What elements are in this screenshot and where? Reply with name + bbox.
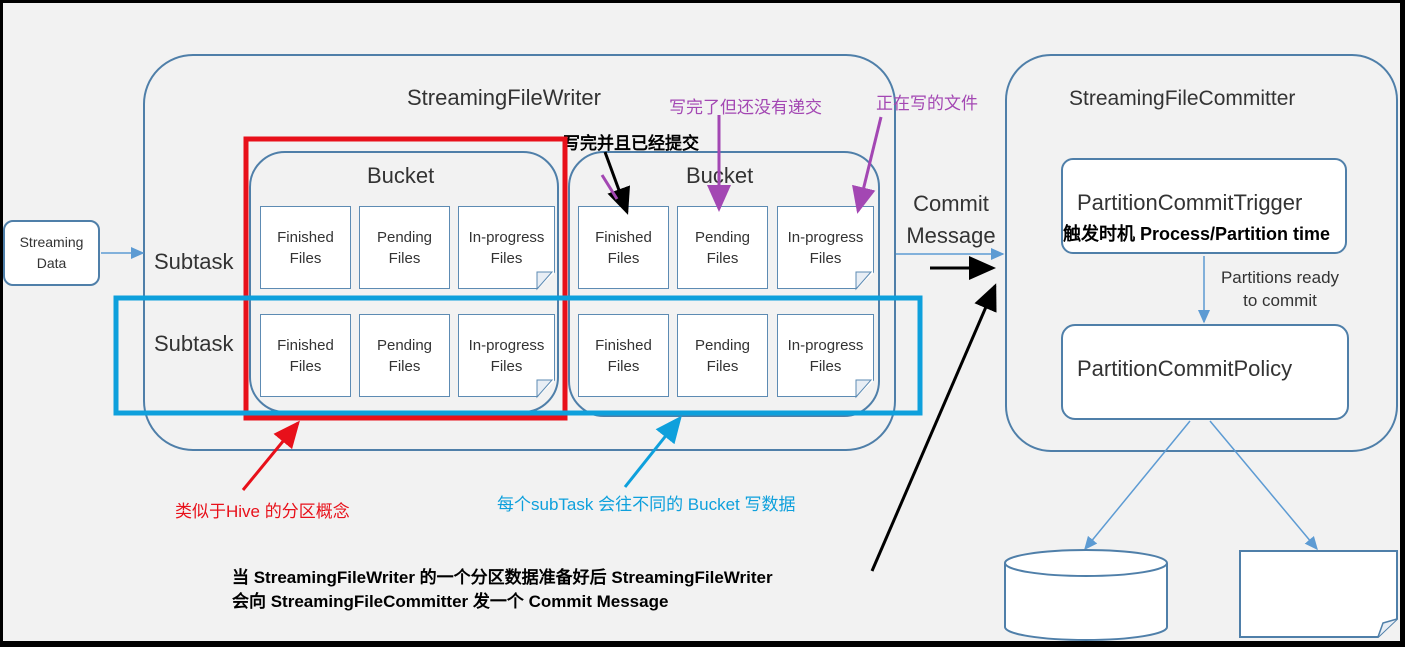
trigger-title: PartitionCommitTrigger bbox=[1077, 190, 1303, 215]
annotation-bottom-line-1: 当 StreamingFileWriter 的一个分区数据准备好后 Stream… bbox=[232, 568, 773, 587]
streaming-file-committer-box bbox=[1005, 54, 1398, 452]
pending-files: Pending Files bbox=[677, 206, 768, 289]
annotation-subtask-buckets: 每个subTask 会往不同的 Bucket 写数据 bbox=[497, 495, 796, 514]
finished-files: Finished Files bbox=[260, 206, 351, 289]
metastore-label: Metastore bbox=[1031, 593, 1129, 618]
pending-files: Pending Files bbox=[359, 314, 450, 397]
annotation-pending: 写完了但还没有递交 bbox=[669, 98, 822, 117]
partitions-ready-label: Partitions ready to commit bbox=[1220, 268, 1340, 310]
bucket-2-title: Bucket bbox=[686, 163, 754, 188]
trigger-note: 触发时机 Process/Partition time bbox=[1063, 224, 1331, 244]
subtask-label-2: Subtask bbox=[154, 331, 234, 356]
bucket-2-box bbox=[568, 151, 880, 417]
partition-commit-policy-box: PartitionCommitPolicy bbox=[1061, 324, 1349, 420]
policy-title: PartitionCommitPolicy bbox=[1077, 356, 1293, 381]
partition-commit-trigger-box: PartitionCommitTrigger bbox=[1061, 158, 1347, 254]
inprogress-files: In-progress Files bbox=[777, 206, 874, 289]
subtask-label-1: Subtask bbox=[154, 249, 234, 274]
annotation-hive-partition: 类似于Hive 的分区概念 bbox=[175, 502, 350, 521]
writer-title: StreamingFileWriter bbox=[407, 85, 601, 110]
streaming-data-label: Streaming Data bbox=[19, 234, 84, 271]
inprogress-files: In-progress Files bbox=[777, 314, 874, 397]
finished-files: Finished Files bbox=[578, 314, 669, 397]
finished-files: Finished Files bbox=[578, 206, 669, 289]
commit-message-label: Commit Message bbox=[906, 191, 996, 248]
committer-title: StreamingFileCommitter bbox=[1069, 87, 1296, 110]
pending-files: Pending Files bbox=[359, 206, 450, 289]
annotation-bottom-line-2: 会向 StreamingFileCommitter 发一个 Commit Mes… bbox=[232, 592, 669, 611]
finished-files: Finished Files bbox=[260, 314, 351, 397]
diagram-canvas: Streaming Data StreamingFileWriter Subta… bbox=[3, 3, 1400, 641]
annotation-finished-committed: 写完并且已经提交 bbox=[563, 134, 699, 153]
bucket-1-title: Bucket bbox=[367, 163, 435, 188]
pending-files: Pending Files bbox=[677, 314, 768, 397]
annotation-writing: 正在写的文件 bbox=[876, 94, 978, 113]
success-file-label: Success File bbox=[1255, 583, 1380, 608]
streaming-data-box: Streaming Data bbox=[3, 220, 100, 286]
inprogress-files: In-progress Files bbox=[458, 314, 555, 397]
inprogress-files: In-progress Files bbox=[458, 206, 555, 289]
